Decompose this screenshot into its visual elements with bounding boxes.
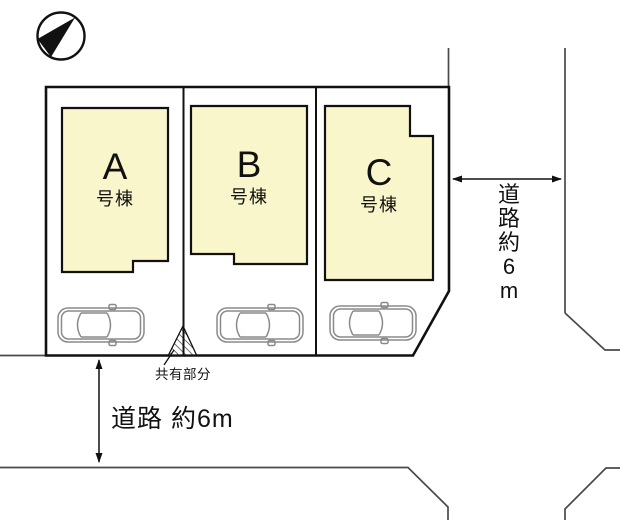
shared-area-label: 共有部分 bbox=[155, 367, 211, 382]
building-a-shape bbox=[60, 106, 170, 274]
building-c-suffix: 号棟 bbox=[360, 194, 398, 215]
north-compass-icon bbox=[36, 11, 86, 61]
shared-area-leader-line bbox=[163, 349, 175, 366]
building-c-letter: C bbox=[365, 152, 393, 193]
road-right-label-char: 路 bbox=[497, 206, 520, 231]
building-b-suffix: 号棟 bbox=[230, 186, 268, 207]
building-b-label: B 号棟 bbox=[209, 144, 289, 208]
road-bottom-label: 道路 約6m bbox=[111, 405, 234, 433]
building-a-label: A 号棟 bbox=[75, 146, 155, 210]
building-b-shape bbox=[189, 104, 309, 266]
road-corner-chamfer-east-top bbox=[564, 312, 620, 351]
road-right-label-char: m bbox=[499, 278, 519, 303]
building-a-letter: A bbox=[102, 146, 128, 187]
road-edge-lines bbox=[0, 48, 620, 520]
building-a-suffix: 号棟 bbox=[96, 188, 134, 209]
building-c-shape bbox=[323, 104, 435, 282]
road-right-label-char: 道 bbox=[497, 182, 520, 207]
road-corner-chamfer-east-bottom bbox=[564, 467, 620, 520]
building-c-label: C 号棟 bbox=[339, 152, 419, 216]
building-b-letter: B bbox=[236, 144, 262, 185]
road-right-label-char: 6 bbox=[502, 254, 516, 279]
road-right-label: 道 路 約 6 m bbox=[494, 183, 524, 303]
road-right-label-char: 約 bbox=[497, 230, 520, 255]
road-edge-bottom-outer bbox=[0, 466, 449, 520]
